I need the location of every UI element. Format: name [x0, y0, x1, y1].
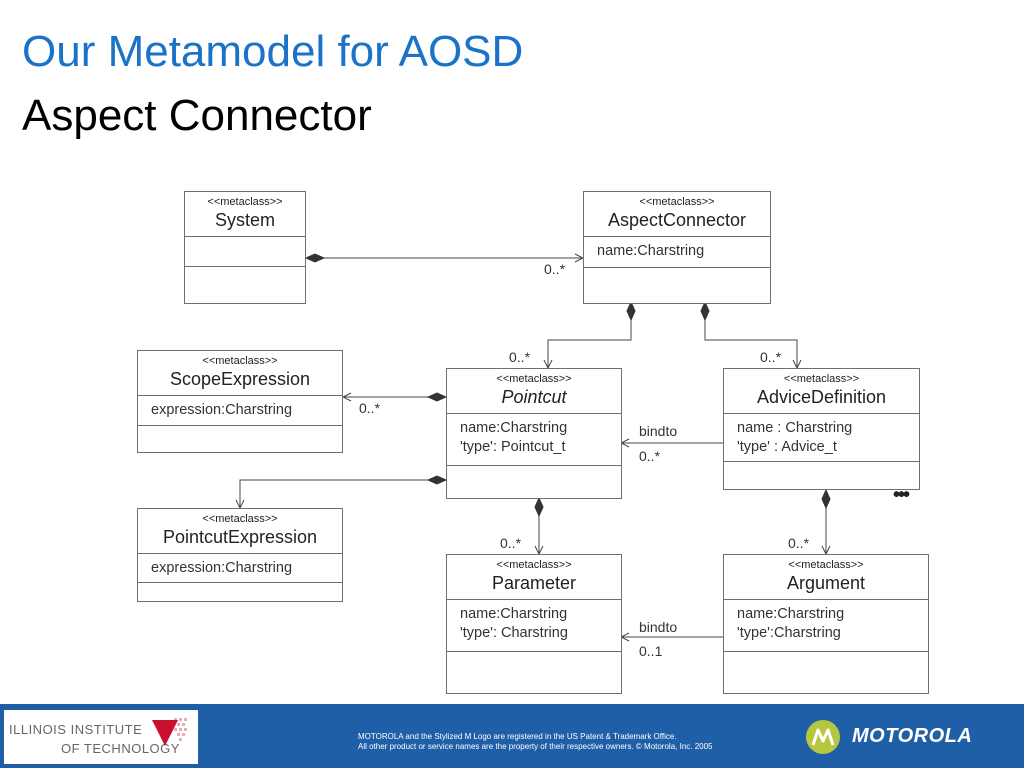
attribute: name:Charstring: [737, 606, 845, 622]
legal-line-2: All other product or service names are t…: [358, 742, 713, 751]
attribute: name:Charstring: [597, 243, 705, 259]
class-name: System: [214, 210, 275, 230]
attribute-compartment: name : Charstring 'type' : Advice_t: [724, 414, 919, 462]
class-header: <<metaclass>> AspectConnector: [584, 192, 770, 237]
institution-name-line1: ILLINOIS INSTITUTE: [9, 722, 143, 737]
class-advice-definition[interactable]: <<metaclass>> AdviceDefinition name : Ch…: [723, 368, 920, 490]
pointcut-pcexpr-line: [240, 479, 428, 508]
attribute: expression:Charstring: [151, 560, 293, 576]
stereotype-label: <<metaclass>>: [202, 513, 278, 525]
class-aspect-connector[interactable]: <<metaclass>> AspectConnector name:Chars…: [583, 191, 771, 304]
attribute: expression:Charstring: [151, 402, 293, 418]
class-header: <<metaclass>> System: [185, 192, 305, 237]
class-header: <<metaclass>> Pointcut: [447, 369, 621, 414]
multiplicity-label: 0..*: [500, 535, 522, 551]
class-header: <<metaclass>> ScopeExpression: [138, 351, 342, 396]
attribute-compartment: name:Charstring 'type': Charstring: [447, 600, 621, 652]
class-scope-expression[interactable]: <<metaclass>> ScopeExpression expression…: [137, 350, 343, 453]
multiplicity-label: 0..1: [639, 643, 663, 659]
attribute: 'type': Charstring: [460, 625, 568, 641]
more-ellipsis-marker: •••: [893, 484, 910, 506]
composition-diamond: [626, 300, 636, 322]
motorola-brand-text: MOTOROLA: [852, 725, 973, 747]
stereotype-label: <<metaclass>>: [639, 196, 715, 208]
slide-subtitle: Aspect Connector: [22, 91, 372, 140]
stereotype-label: <<metaclass>>: [496, 559, 572, 571]
attribute: 'type' : Advice_t: [737, 439, 837, 455]
legal-notice: MOTOROLA and the Stylized M Logo are reg…: [358, 732, 713, 752]
iit-emblem-icon: [152, 718, 187, 746]
class-name: PointcutExpression: [162, 527, 318, 547]
attribute-compartment: name:Charstring 'type': Pointcut_t: [447, 414, 621, 466]
multiplicity-label: 0..*: [639, 448, 661, 464]
legal-line-1: MOTOROLA and the Stylized M Logo are reg…: [358, 732, 677, 741]
class-name: ScopeExpression: [169, 369, 311, 389]
stereotype-label: <<metaclass>>: [783, 373, 860, 385]
multiplicity-label: 0..*: [544, 261, 566, 277]
composition-diamond: [426, 392, 448, 402]
composition-diamond: [700, 300, 710, 322]
multiplicity-label: 0..*: [359, 400, 381, 416]
class-pointcut[interactable]: <<metaclass>> Pointcut name:Charstring '…: [446, 368, 622, 499]
class-pointcut-expression[interactable]: <<metaclass>> PointcutExpression express…: [137, 508, 343, 602]
attribute-compartment: name:Charstring: [584, 237, 770, 268]
class-name: Argument: [786, 573, 866, 593]
aspect-pointcut-line: [548, 320, 632, 368]
attribute: 'type': Pointcut_t: [460, 439, 566, 455]
stereotype-label: <<metaclass>>: [788, 559, 864, 571]
attribute: name : Charstring: [737, 420, 853, 436]
class-system[interactable]: <<metaclass>> System: [184, 191, 306, 304]
composition-diamond: [304, 253, 326, 263]
role-label: bindto: [639, 423, 678, 439]
multiplicity-label: 0..*: [760, 349, 782, 365]
stereotype-label: <<metaclass>>: [207, 196, 283, 208]
attribute-compartment: expression:Charstring: [138, 554, 342, 583]
stereotype-label: <<metaclass>>: [202, 355, 278, 367]
motorola-logo-icon: [806, 720, 840, 754]
attribute: 'type':Charstring: [737, 625, 841, 641]
composition-diamond: [426, 475, 448, 485]
aspect-advice-line: [704, 320, 797, 368]
institution-name-line2: OF TECHNOLOGY: [61, 741, 180, 756]
attribute-compartment: expression:Charstring: [138, 396, 342, 426]
attribute: name:Charstring: [460, 606, 568, 622]
composition-diamond: [821, 488, 831, 510]
stereotype-label: <<metaclass>>: [496, 373, 572, 385]
attribute-compartment: [185, 237, 305, 267]
multiplicity-label: 0..*: [788, 535, 810, 551]
class-name: Parameter: [491, 573, 577, 593]
iit-logo: ILLINOIS INSTITUTE OF TECHNOLOGY: [4, 710, 198, 764]
attribute: name:Charstring: [460, 420, 568, 436]
class-name: Pointcut: [501, 387, 567, 407]
class-header: <<metaclass>> Parameter: [447, 555, 621, 600]
multiplicity-label: 0..*: [509, 349, 531, 365]
attribute-compartment: name:Charstring 'type':Charstring: [724, 600, 928, 652]
class-header: <<metaclass>> PointcutExpression: [138, 509, 342, 554]
class-header: <<metaclass>> AdviceDefinition: [724, 369, 919, 414]
class-parameter[interactable]: <<metaclass>> Parameter name:Charstring …: [446, 554, 622, 694]
association-lines: [0, 253, 831, 704]
class-name: AdviceDefinition: [756, 387, 887, 407]
class-argument[interactable]: <<metaclass>> Argument name:Charstring '…: [723, 554, 929, 694]
composition-diamond: [534, 496, 544, 518]
class-header: <<metaclass>> Argument: [724, 555, 928, 600]
slide-title: Our Metamodel for AOSD: [22, 27, 524, 76]
role-label: bindto: [639, 619, 678, 635]
class-name: AspectConnector: [607, 210, 747, 230]
